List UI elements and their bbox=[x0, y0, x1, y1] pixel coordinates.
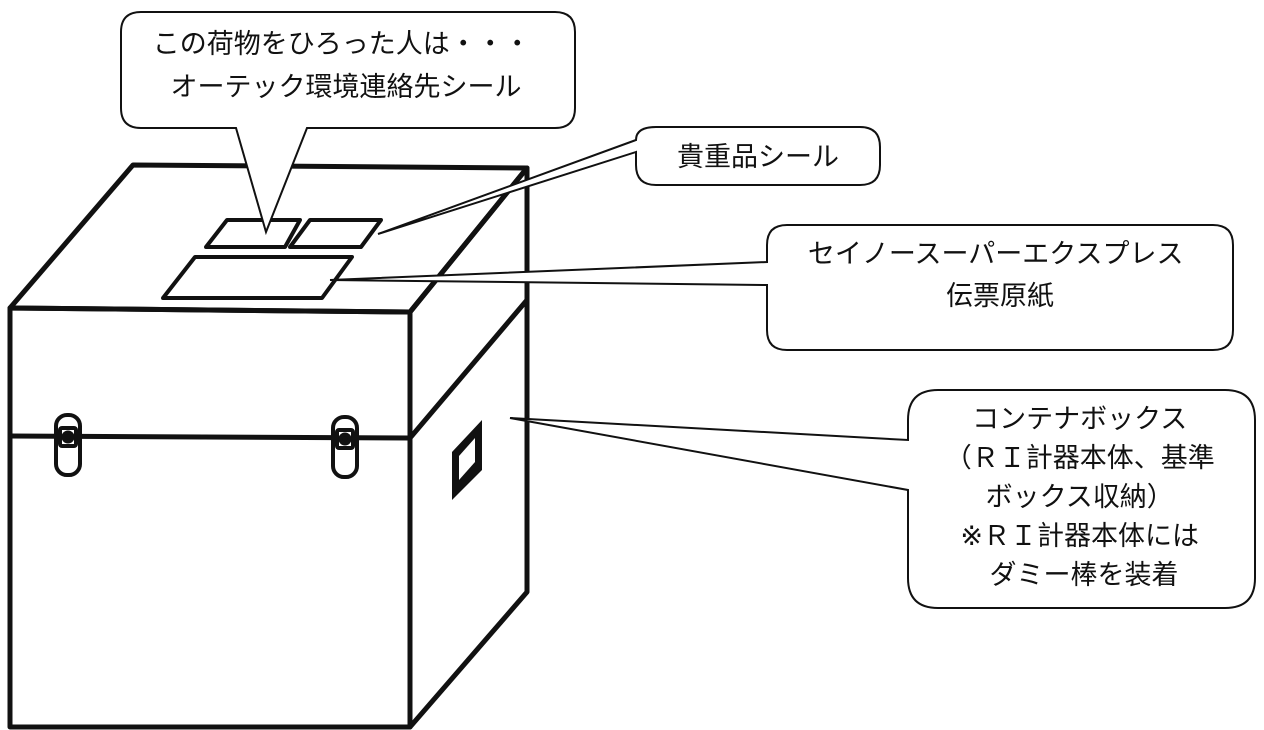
container-box bbox=[7, 162, 530, 730]
lid-labels bbox=[161, 218, 383, 300]
callout-waybill: セイノースーパーエクスプレス 伝票原紙 bbox=[329, 224, 1234, 351]
svg-text:この荷物をひろった人は・・・ オーテック環境連絡: この荷物をひろった人は・・・ オーテック環境連絡先シール bbox=[153, 29, 540, 103]
box-side-face bbox=[407, 165, 530, 730]
contact-sticker bbox=[204, 218, 302, 249]
callout-valuables: 貴重品シール bbox=[377, 126, 881, 235]
latch-right bbox=[331, 415, 359, 479]
svg-text:コンテナボックス （ＲＩ計器本体、基準: コンテナボックス （ＲＩ計器本体、基準 ボックス収納） ※ＲＩ計器本体には ダミ… bbox=[945, 404, 1224, 591]
valuables-sticker bbox=[288, 218, 383, 249]
callout-container-line-2: （ＲＩ計器本体、基準 bbox=[945, 443, 1215, 474]
waybill-slip bbox=[161, 255, 354, 300]
callout-lost-label-line-1: この荷物をひろった人は・・・ bbox=[153, 29, 531, 60]
callout-container: コンテナボックス （ＲＩ計器本体、基準 ボックス収納） ※ＲＩ計器本体には ダミ… bbox=[509, 389, 1256, 609]
callout-lost-label: この荷物をひろった人は・・・ オーテック環境連絡先シール bbox=[120, 11, 576, 236]
callout-waybill-line-1: セイノースーパーエクスプレス bbox=[808, 239, 1184, 270]
callout-container-line-3: ボックス収納） bbox=[986, 482, 1174, 513]
lid-seam-side bbox=[407, 297, 530, 441]
callout-container-line-5: ダミー棒を装着 bbox=[990, 560, 1179, 591]
callout-lost-label-line-2: オーテック環境連絡先シール bbox=[171, 72, 522, 103]
callout-container-line-4: ※ＲＩ計器本体には bbox=[960, 521, 1199, 552]
svg-text:貴重品シール: 貴重品シール bbox=[677, 142, 839, 173]
box-front-face bbox=[7, 305, 413, 730]
callout-container-line-1: コンテナボックス bbox=[972, 404, 1187, 435]
callout-valuables-bubble bbox=[377, 126, 881, 235]
callout-valuables-line-1: 貴重品シール bbox=[677, 142, 839, 173]
callout-waybill-bubble bbox=[329, 224, 1234, 351]
callout-container-bubble bbox=[509, 389, 1256, 609]
callout-lost-label-bubble bbox=[120, 11, 576, 236]
callout-waybill-line-2: 伝票原紙 bbox=[946, 281, 1054, 312]
latch-left bbox=[54, 413, 82, 477]
svg-text:セイノースーパーエクスプレス 伝票原紙: セイノースーパーエクスプレス 伝票原紙 bbox=[808, 239, 1192, 312]
side-handle bbox=[452, 420, 482, 500]
